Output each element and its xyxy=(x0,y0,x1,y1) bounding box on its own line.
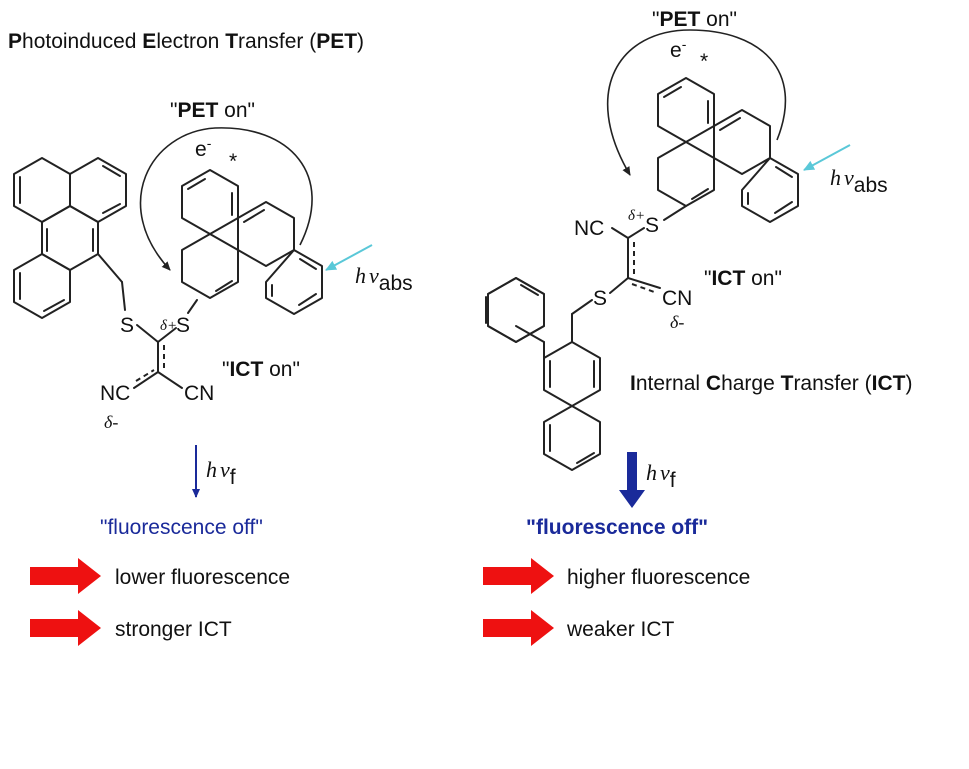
left-electron-sup: - xyxy=(207,135,212,151)
left-hv-f-sub: f xyxy=(230,466,236,489)
left-hv-f-nu: ν xyxy=(220,457,230,482)
left-arrow-label-2: stronger ICT xyxy=(115,618,232,641)
right-hv-abs-sub: abs xyxy=(854,174,888,197)
left-anthracene-b xyxy=(181,169,323,315)
right-hv-abs-nu: ν xyxy=(844,165,854,190)
right-arrow-label-2: weaker ICT xyxy=(566,618,675,641)
right-linker-a xyxy=(571,299,593,343)
left-title: Photoinduced Electron Transfer (PET) xyxy=(8,30,364,53)
left-pet-on-label: "PET on" xyxy=(170,99,255,122)
left-linker-b xyxy=(187,299,198,314)
left-anthracene-a xyxy=(13,157,127,319)
left-title-p7: PET xyxy=(316,30,357,53)
left-ict-bold: ICT xyxy=(229,358,263,381)
left-ict-open: " xyxy=(222,358,229,381)
right-hv-f-sub: f xyxy=(670,469,676,492)
right-pet-bold: PET xyxy=(659,8,700,31)
left-pet-rest: on" xyxy=(218,99,255,122)
right-hv-abs-h: h xyxy=(830,165,841,190)
right-pet-on-label: "PET on" xyxy=(652,8,737,31)
right-anthracene-a xyxy=(485,277,601,471)
right-ict-rest: on" xyxy=(745,267,782,290)
right-anthracene-b xyxy=(657,77,799,223)
left-linker-a xyxy=(97,253,159,343)
left-red-arrow-2 xyxy=(30,610,101,646)
right-title-p2: nternal xyxy=(636,372,706,395)
left-sulfur-1: S xyxy=(120,314,134,337)
left-title-p2: hotoinduced xyxy=(22,30,142,53)
right-fluorescence-off: "fluorescence off" xyxy=(526,516,708,539)
right-title: Internal Charge Transfer (ICT) xyxy=(630,372,912,395)
right-title-p1: I xyxy=(630,372,636,395)
right-hv-f-h: h xyxy=(646,460,657,485)
right-electron: e- xyxy=(670,36,687,62)
left-cn-label: CN xyxy=(184,382,214,405)
right-title-p8: ) xyxy=(905,372,912,395)
left-hv-abs-arrow xyxy=(325,244,373,271)
left-delta-minus: δ- xyxy=(104,412,118,432)
left-fluorescence-off: "fluorescence off" xyxy=(100,516,263,539)
right-delta-plus: δ+ xyxy=(628,208,645,224)
right-pet-open: " xyxy=(652,8,659,31)
left-excited-star: * xyxy=(229,150,237,173)
left-core xyxy=(133,327,183,389)
right-sulfur-1: S xyxy=(645,214,659,237)
right-cn-label: CN xyxy=(662,287,692,310)
left-electron-e: e xyxy=(195,138,207,161)
left-title-p6: ransfer ( xyxy=(238,30,316,53)
left-hv-f-h: h xyxy=(206,457,217,482)
right-pet-curved-arrow xyxy=(606,29,787,176)
left-pet-curved-arrow xyxy=(139,127,313,271)
right-electron-sup: - xyxy=(682,36,687,52)
right-title-p5: T xyxy=(781,372,794,395)
right-title-p3: C xyxy=(706,372,721,395)
left-pet-open: " xyxy=(170,99,177,122)
left-title-p8: ) xyxy=(357,30,364,53)
right-anthracene-a-bridge xyxy=(515,325,545,359)
right-hv-f-nu: ν xyxy=(660,460,670,485)
left-ict-on-label: "ICT on" xyxy=(222,358,300,381)
right-ict-open: " xyxy=(704,267,711,290)
right-title-p4: harge xyxy=(721,372,781,395)
right-arrow-label-1: higher fluorescence xyxy=(567,566,750,589)
right-delta-minus: δ- xyxy=(670,312,684,332)
left-nc-label: NC xyxy=(100,382,130,405)
right-pet-rest: on" xyxy=(700,8,737,31)
left-title-p4: lectron xyxy=(156,30,225,53)
right-core xyxy=(609,227,661,294)
left-title-p1: P xyxy=(8,30,22,53)
left-hv-abs-sub: abs xyxy=(379,272,413,295)
right-ict-bold: ICT xyxy=(711,267,745,290)
right-linker-b xyxy=(663,205,687,221)
left-arrow-label-1: lower fluorescence xyxy=(115,566,290,589)
left-title-p5: T xyxy=(225,30,238,53)
left-red-arrow-1 xyxy=(30,558,101,594)
left-delta-plus: δ+ xyxy=(160,318,177,334)
left-title-p3: E xyxy=(142,30,156,53)
left-hv-abs-nu: ν xyxy=(369,263,379,288)
right-red-arrow-1 xyxy=(483,558,554,594)
right-hv-abs-arrow xyxy=(803,144,851,171)
left-ict-rest: on" xyxy=(263,358,300,381)
right-electron-e: e xyxy=(670,39,682,62)
right-ict-on-label: "ICT on" xyxy=(704,267,782,290)
left-sulfur-2: S xyxy=(176,314,190,337)
left-electron: e- xyxy=(195,135,212,161)
right-red-arrow-2 xyxy=(483,610,554,646)
left-pet-bold: PET xyxy=(177,99,218,122)
right-title-p6: ransfer ( xyxy=(793,372,871,395)
right-excited-star: * xyxy=(700,50,708,73)
right-nc-label: NC xyxy=(574,217,604,240)
left-hv-abs-h: h xyxy=(355,263,366,288)
right-title-p7: ICT xyxy=(872,372,906,395)
right-sulfur-2: S xyxy=(593,287,607,310)
right-hv-f-arrow xyxy=(619,452,645,508)
